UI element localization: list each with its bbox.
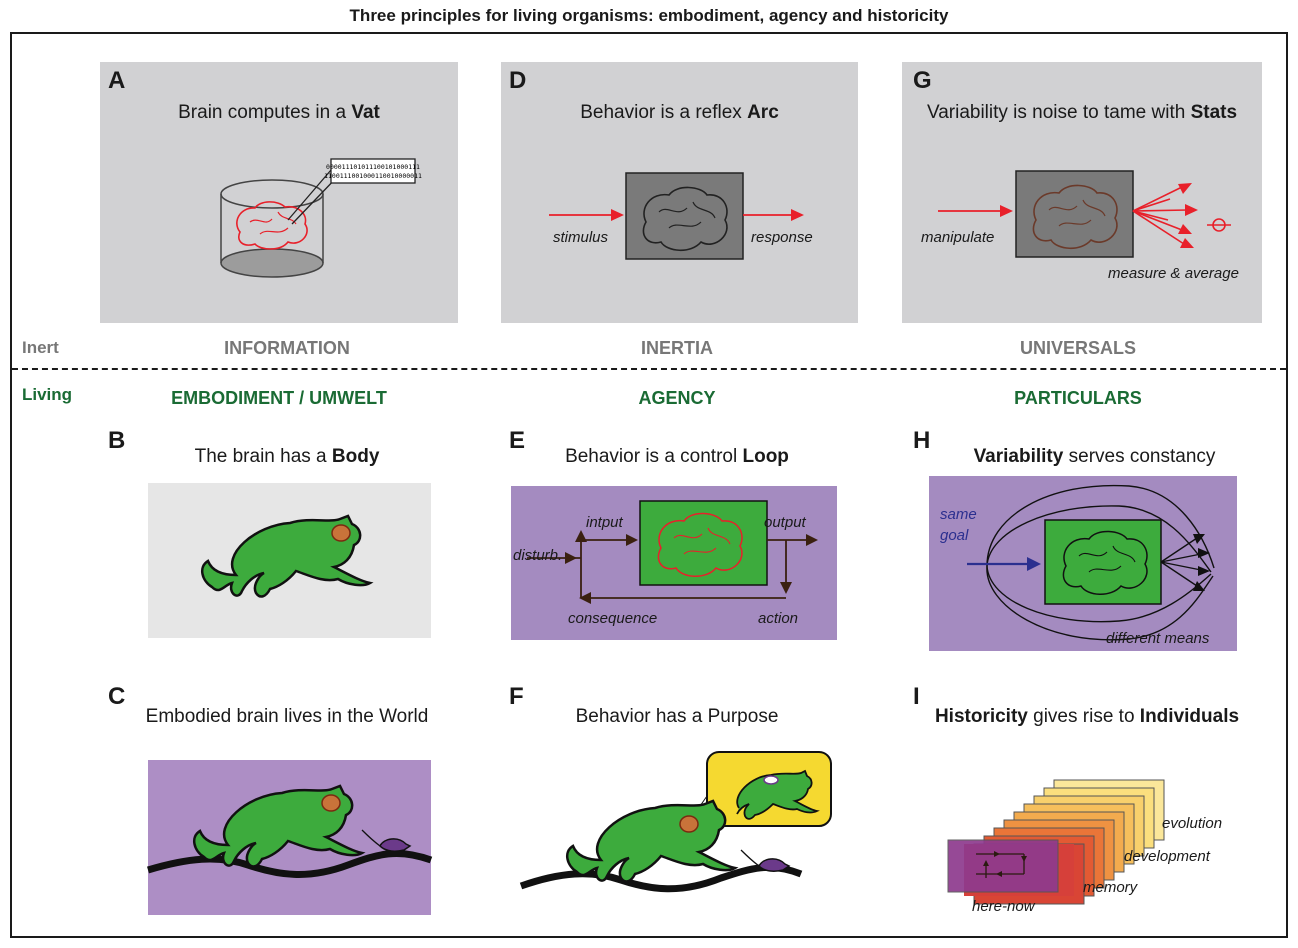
cat-world-illustration <box>146 784 433 878</box>
label-action: action <box>758 610 799 627</box>
label-goal: goal <box>940 527 969 544</box>
category-inertia: INERTIA <box>641 338 713 358</box>
panel-c-title: Embodied brain lives in the World <box>145 706 429 727</box>
label-disturb: disturb. <box>513 547 563 564</box>
binary-line-1: 000011101011100101000111 <box>326 163 420 171</box>
label-stimulus: stimulus <box>553 229 609 246</box>
historicity-stack <box>947 779 1165 905</box>
purpose-illustration <box>519 751 832 893</box>
category-particulars: PARTICULARS <box>1014 388 1142 408</box>
label-response: response <box>751 229 813 246</box>
label-here-now: here-now <box>972 898 1035 915</box>
inert-living-divider <box>12 368 1286 370</box>
panel-e-title: Behavior is a control Loop <box>565 446 789 467</box>
label-different-means: different means <box>1106 630 1210 647</box>
cat-body-illustration <box>200 514 374 598</box>
panel-g-letter: G <box>913 67 932 94</box>
panel-c-letter: C <box>108 683 126 710</box>
panel-b-letter: B <box>108 427 126 454</box>
panel-f-title: Behavior has a Purpose <box>575 706 779 727</box>
label-measure-average: measure & average <box>1108 265 1239 282</box>
binary-line-2: 1100111001000110010000011 <box>324 172 422 180</box>
stats-diagram <box>938 170 1231 258</box>
category-embodiment: EMBODIMENT / UMWELT <box>171 388 387 408</box>
variability-diagram <box>967 484 1215 641</box>
panel-i-title: Historicity gives rise to Individuals <box>934 706 1240 727</box>
label-manipulate: manipulate <box>921 229 995 246</box>
vat-illustration: 000011101011100101000111 110011100100011… <box>220 158 422 278</box>
panel-d-title: Behavior is a reflex Arc <box>580 102 779 123</box>
category-information: INFORMATION <box>224 338 350 358</box>
panel-b-title: The brain has a Body <box>194 446 380 467</box>
panel-h-title: Variability serves constancy <box>973 446 1216 467</box>
label-consequence: consequence <box>568 610 658 627</box>
panel-h-letter: H <box>913 427 931 454</box>
panel-a-background <box>100 62 458 323</box>
figure-title: Three principles for living organisms: e… <box>349 6 949 25</box>
figure-frame <box>10 32 1288 938</box>
label-output: output <box>764 514 806 531</box>
panel-d-letter: D <box>509 67 527 94</box>
panel-a-title: Brain computes in a Vat <box>178 102 380 123</box>
category-universals: UNIVERSALS <box>1019 338 1136 358</box>
panel-a-letter: A <box>108 67 126 94</box>
control-loop-diagram <box>527 500 818 604</box>
label-same: same <box>940 506 977 523</box>
row-label-living: Living <box>22 385 73 404</box>
category-agency: AGENCY <box>638 388 716 408</box>
label-evolution: evolution <box>1162 815 1223 832</box>
row-label-inert: Inert <box>22 338 59 357</box>
label-memory: memory <box>1083 879 1138 896</box>
panel-f-letter: F <box>509 683 524 710</box>
panel-i-letter: I <box>913 683 920 710</box>
label-input: intput <box>586 514 623 531</box>
panel-g-title: Variability is noise to tame with Stats <box>926 102 1238 123</box>
label-development: development <box>1124 848 1210 865</box>
reflex-arc-diagram <box>549 172 804 260</box>
panel-e-letter: E <box>509 427 526 454</box>
